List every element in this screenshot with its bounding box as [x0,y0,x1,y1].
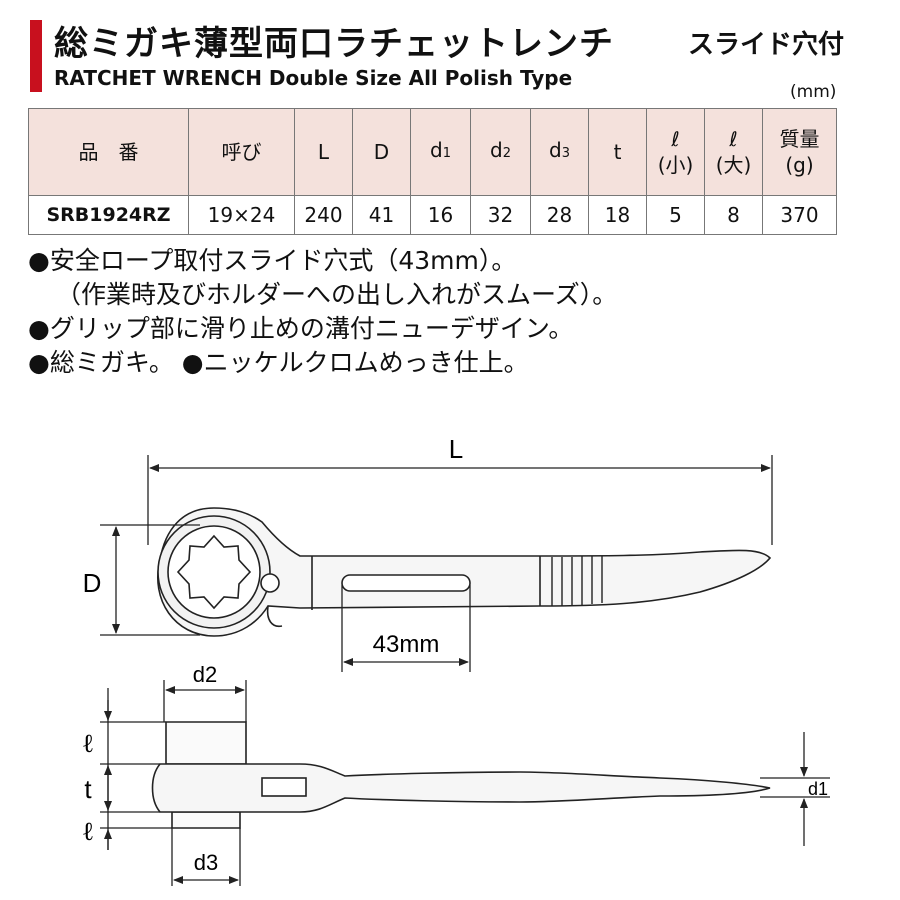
label-d2: d2 [193,662,217,687]
col-header-size: 呼び [188,108,295,196]
label-t: t [84,774,92,804]
label-d1: d1 [808,779,828,799]
col-header-d2: d2 [470,108,531,196]
wrench-side-view [151,721,771,829]
dimension-side [100,680,830,886]
note-slot-hole-detail: （作業時及びホルダーへの出し入れがスムーズ）。 [56,280,618,309]
spec-table: 品 番 呼び L D d1 d2 d3 t ℓ(小) ℓ(大) 質量(g) SR… [28,108,837,235]
label-l-bottom: ℓ [82,817,94,847]
feature-notes: ●安全ロープ取付スライド穴式（43mm）。 （作業時及びホルダーへの出し入れがス… [28,244,617,380]
title-accent-bar [30,20,42,92]
page-title: 総ミガキ薄型両口ラチェットレンチ [54,24,614,64]
twelve-point-socket [176,534,252,610]
col-header-D: D [352,108,411,196]
cell-l-large: 8 [704,195,763,235]
cell-part-no: SRB1924RZ [28,195,189,235]
dimension-slot [341,585,471,672]
cell-t: 18 [588,195,647,235]
wrench-top-view [157,507,772,637]
note-grip-design: ●グリップ部に滑り止めの溝付ニューデザイン。 [28,314,574,343]
label-slot-length: 43mm [373,631,440,658]
slide-slot [341,574,471,592]
col-header-t: t [588,108,647,196]
cell-D: 41 [352,195,411,235]
col-header-d3: d3 [530,108,589,196]
note-slot-hole: ●安全ロープ取付スライド穴式（43mm）。 [28,246,517,275]
title-subtitle: スライド穴付 [688,30,845,60]
col-header-part-no: 品 番 [28,108,189,196]
dimension-D [100,524,200,636]
col-header-d1: d1 [410,108,471,196]
grip-grooves [551,556,603,606]
cell-weight: 370 [762,195,837,235]
label-L: L [449,434,463,464]
label-D: D [83,568,102,598]
label-d3: d3 [194,850,218,875]
col-header-l-large: ℓ(大) [704,108,763,196]
unit-label: (mm) [790,82,837,102]
label-l-top: ℓ [82,729,94,759]
spec-table-header-row: 品 番 呼び L D d1 d2 d3 t ℓ(小) ℓ(大) 質量(g) [28,108,837,196]
col-header-L: L [294,108,353,196]
col-header-l-small: ℓ(小) [646,108,705,196]
english-title: RATCHET WRENCH Double Size All Polish Ty… [54,66,573,90]
dimension-L [147,455,773,545]
cell-size: 19×24 [188,195,295,235]
note-finish: ●総ミガキ。 ●ニッケルクロムめっき仕上。 [28,348,529,377]
table-row: SRB1924RZ 19×24 240 41 16 32 28 18 5 8 3… [28,195,837,235]
cell-d2: 32 [470,195,531,235]
col-header-weight: 質量(g) [762,108,837,196]
